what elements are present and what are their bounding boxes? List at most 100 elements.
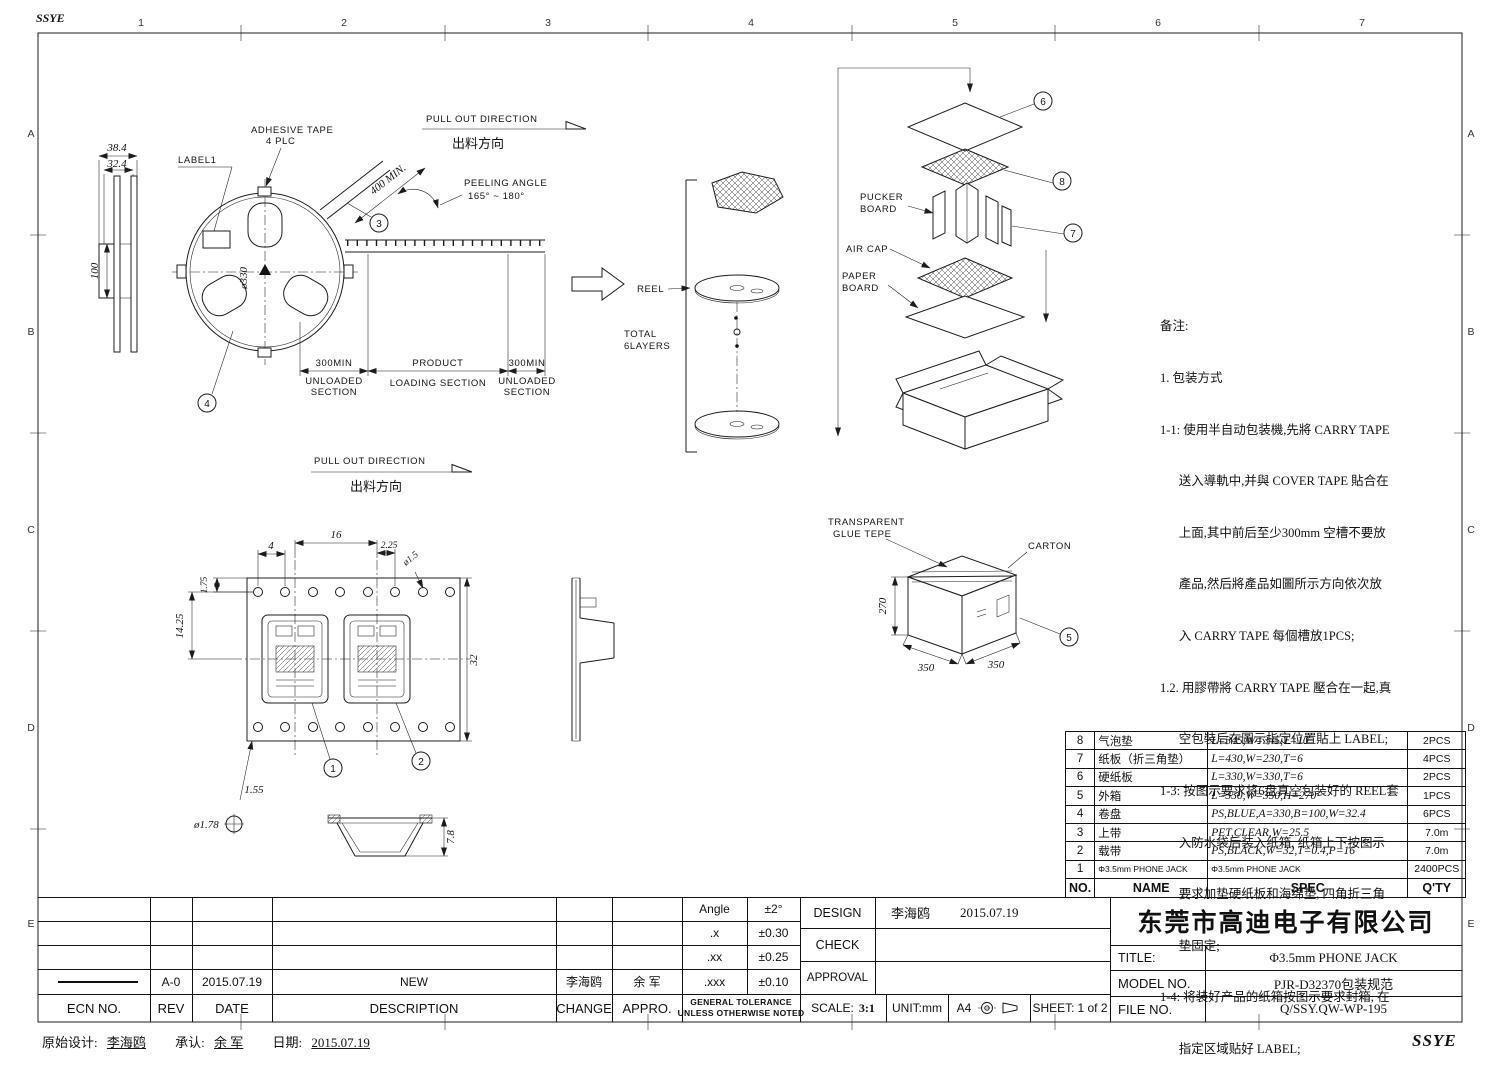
tol-x-value: ±0.30 xyxy=(758,926,789,940)
zone-number-2: 2 xyxy=(341,17,347,29)
description-header: DESCRIPTION xyxy=(369,1000,459,1016)
tol-xx-value: ±0.25 xyxy=(758,950,789,964)
corner-code: SSYE xyxy=(36,11,65,25)
notes-title: 备注: xyxy=(1160,319,1189,334)
layers-label: 6LAYERS xyxy=(624,341,670,352)
rev-description: NEW xyxy=(400,974,428,989)
callout-8: 8 xyxy=(1059,177,1065,188)
callout-1: 1 xyxy=(330,764,336,775)
tol-angle-label: Angle xyxy=(699,902,730,916)
title-value: Φ3.5mm PHONE JACK xyxy=(1269,949,1398,965)
ecn-no-header: ECN NO. xyxy=(66,1000,122,1016)
paper-size: A4 xyxy=(956,1001,972,1015)
sheet-value: 1 of 2 xyxy=(1077,1001,1108,1015)
dim-1-55: 1.55 xyxy=(244,784,264,796)
reel-stack: REEL TOTAL 6LAYERS xyxy=(624,171,784,453)
dim-2-25: 2.25 xyxy=(381,541,398,551)
pull-out-en-2: PULL OUT DIRECTION xyxy=(314,456,426,467)
total-label: TOTAL xyxy=(624,329,657,340)
callout-7-balloon xyxy=(1063,223,1083,243)
section-300-right: 300MIN xyxy=(509,358,546,369)
unit-cell: UNIT:mm xyxy=(892,1001,942,1015)
zone-letter-left-a: A xyxy=(27,128,35,140)
zone-number-3: 3 xyxy=(545,17,551,29)
adhesive-tape-label-2: 4 PLC xyxy=(266,136,295,147)
sprocket-holes-top xyxy=(253,587,455,597)
callout-7: 7 xyxy=(1070,229,1076,240)
title-block: A-0 2015.07.19 NEW 李海鸥 余 军 ECN NO. REV D… xyxy=(38,897,1462,1022)
model-value: PJR-D32370包装规范 xyxy=(1273,976,1394,992)
direction-arrow-2 xyxy=(451,463,473,473)
model-label: MODEL NO. xyxy=(1118,975,1191,991)
pull-out-cn-2: 出料方向 xyxy=(350,479,402,494)
dim-dia-1-78: ø1.78 xyxy=(193,819,219,831)
zone-letter-right-e: E xyxy=(1467,918,1475,930)
dim-32: 32 xyxy=(468,654,480,667)
foam-pad-top xyxy=(920,148,1010,186)
zone-letter-right-d: D xyxy=(1467,722,1475,734)
file-label: FILE NO. xyxy=(1118,1001,1173,1017)
pull-out-en: PULL OUT DIRECTION xyxy=(426,114,538,125)
zone-number-1: 1 xyxy=(138,17,144,29)
rev-header: REV xyxy=(157,1000,185,1016)
tol-angle-value: ±2° xyxy=(764,902,783,916)
direction-arrow xyxy=(565,120,587,130)
footer-signoff: 原始设计: 李海鸥 承认: 余 军 日期: 2015.07.19 xyxy=(42,1032,396,1051)
section-300-left: 300MIN xyxy=(316,358,353,369)
dim-dia-330: ø330 xyxy=(238,267,250,291)
tape-lead: 400 MIN. PEELING ANGLE 165° ~ 180° 300MI… xyxy=(299,160,555,398)
orig-design-name: 李海鸥 xyxy=(106,1035,146,1050)
unloaded-left-1: UNLOADED xyxy=(305,376,363,387)
dim-400-min: 400 MIN. xyxy=(368,162,409,197)
dim-100: 100 xyxy=(89,262,101,279)
dim-16: 16 xyxy=(331,529,343,541)
rev-appro: 余 军 xyxy=(633,975,661,989)
pull-out-direction-top: PULL OUT DIRECTION 出料方向 xyxy=(422,114,587,151)
tol-xx-label: .xx xyxy=(706,950,723,964)
dim-14-25: 14.25 xyxy=(174,613,186,638)
callout-4-balloon xyxy=(197,393,217,413)
zone-letter-left-d: D xyxy=(27,722,35,734)
carton-view: TRANSPARENT GLUE TEPE CARTON 5 270 350 3… xyxy=(828,517,1079,674)
zone-letter-left-c: C xyxy=(27,524,35,536)
reel-side-view: 38.4 32.4 100 xyxy=(89,142,138,353)
pull-out-cn: 出料方向 xyxy=(452,136,504,151)
peeling-angle-value: 165° ~ 180° xyxy=(468,191,525,202)
dim-7-8: 7.8 xyxy=(445,830,457,844)
callout-1-balloon xyxy=(323,758,343,778)
dim-4: 4 xyxy=(268,540,274,552)
dim-1-75: 1.75 xyxy=(200,576,210,593)
approve-label: 承认: xyxy=(175,1035,205,1050)
approve-name: 余 军 xyxy=(214,1035,244,1050)
pull-out-direction-tape: PULL OUT DIRECTION 出料方向 xyxy=(311,456,473,494)
zone-number-4: 4 xyxy=(748,17,754,29)
air-cap-pad xyxy=(916,257,1014,299)
title-label: TITLE: xyxy=(1118,950,1156,965)
unloaded-left-2: SECTION xyxy=(311,387,357,398)
rev-change: 李海鸥 xyxy=(565,975,602,989)
dim-38-4: 38.4 xyxy=(106,142,127,154)
paper-board xyxy=(904,295,1026,339)
paper-label-2: BOARD xyxy=(842,283,879,294)
label1-rect xyxy=(202,230,231,249)
callout-8-balloon xyxy=(1052,171,1072,191)
rev-value: A-0 xyxy=(161,974,181,989)
callout-5: 5 xyxy=(1066,633,1072,644)
scale-label: SCALE: xyxy=(811,1001,854,1015)
vacuum-bag xyxy=(711,171,784,214)
tape-cross-section xyxy=(571,577,615,742)
adhesive-tape-label-1: ADHESIVE TAPE xyxy=(251,125,333,136)
carrier-tape-detail: 4 16 2.25 ø1.5 1.75 14.25 32 1 2 1.55 ø1… xyxy=(174,529,480,834)
top-board xyxy=(906,102,1024,152)
pocket-cross-section: 7.8 xyxy=(327,814,457,857)
design-label: DESIGN xyxy=(813,905,862,920)
loading-section: LOADING SECTION xyxy=(390,378,487,389)
